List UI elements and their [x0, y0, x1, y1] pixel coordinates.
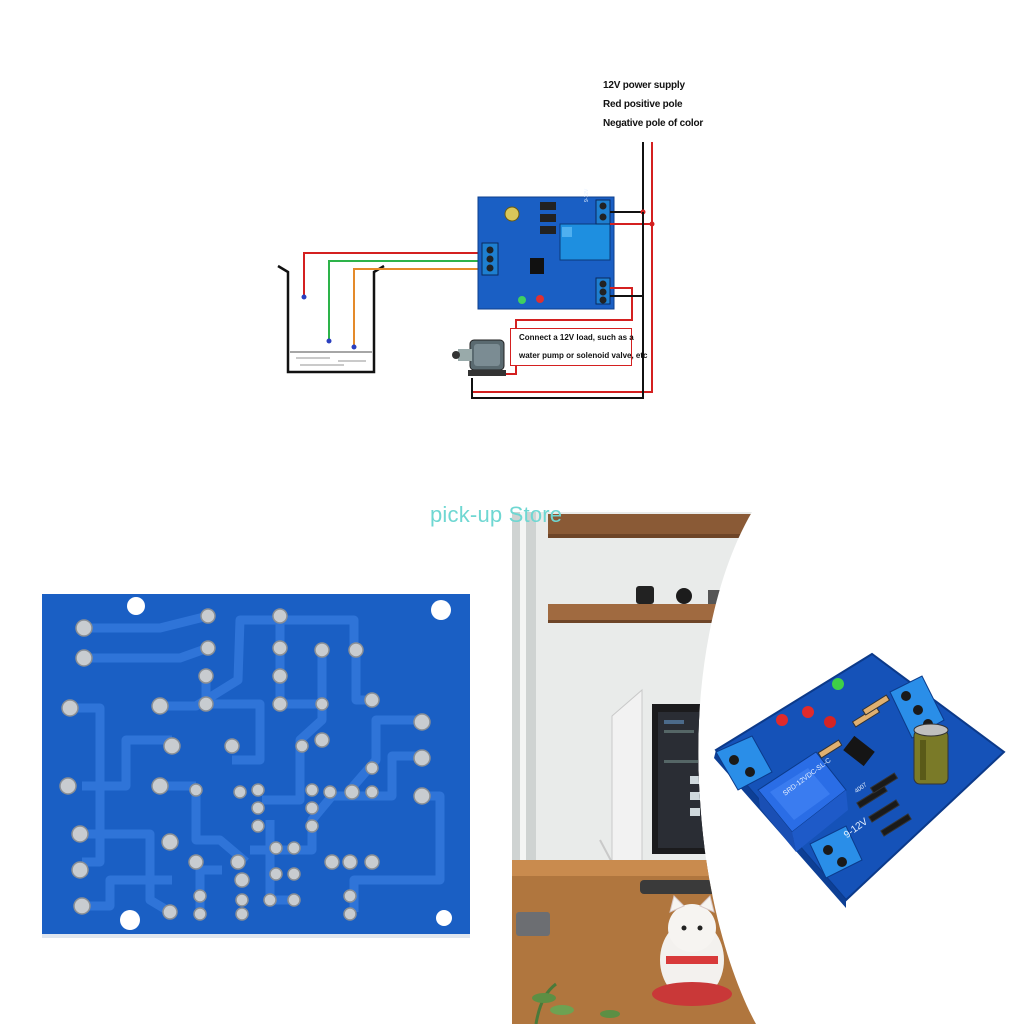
diagram-power-labels: 12V power supply Red positive pole Negat…: [603, 76, 703, 133]
diagram-board: [477, 196, 615, 310]
probe-wires: [301, 252, 480, 350]
load-note-line-2: water pump or solenoid valve, etc: [519, 351, 648, 360]
assembled-module-photo: [714, 652, 1006, 908]
negative-pole-label: Negative pole of color: [603, 118, 704, 129]
ic-chip: [843, 735, 875, 767]
terminal-blocks: [715, 675, 945, 879]
positive-pole-label: Red positive pole: [603, 99, 683, 110]
power-supply-label: 12V power supply: [603, 80, 685, 91]
load-note-box: Connect a 12V load, such as a water pump…: [510, 328, 648, 366]
store-watermark: pick-up Store: [430, 502, 563, 527]
water-beaker: [277, 264, 385, 374]
relay: [757, 751, 848, 852]
load-note-line-1: Connect a 12V load, such as a: [519, 333, 634, 342]
wiring-diagram: [277, 142, 655, 399]
pcb-back-photo: [42, 594, 470, 938]
diagram-terminal-label: 9-12V: [584, 188, 590, 202]
water-pump-icon: [452, 339, 506, 376]
resistors-diodes: [817, 694, 912, 837]
power-wires: [471, 142, 655, 399]
capacitor: [913, 723, 949, 785]
leds: [776, 678, 844, 728]
